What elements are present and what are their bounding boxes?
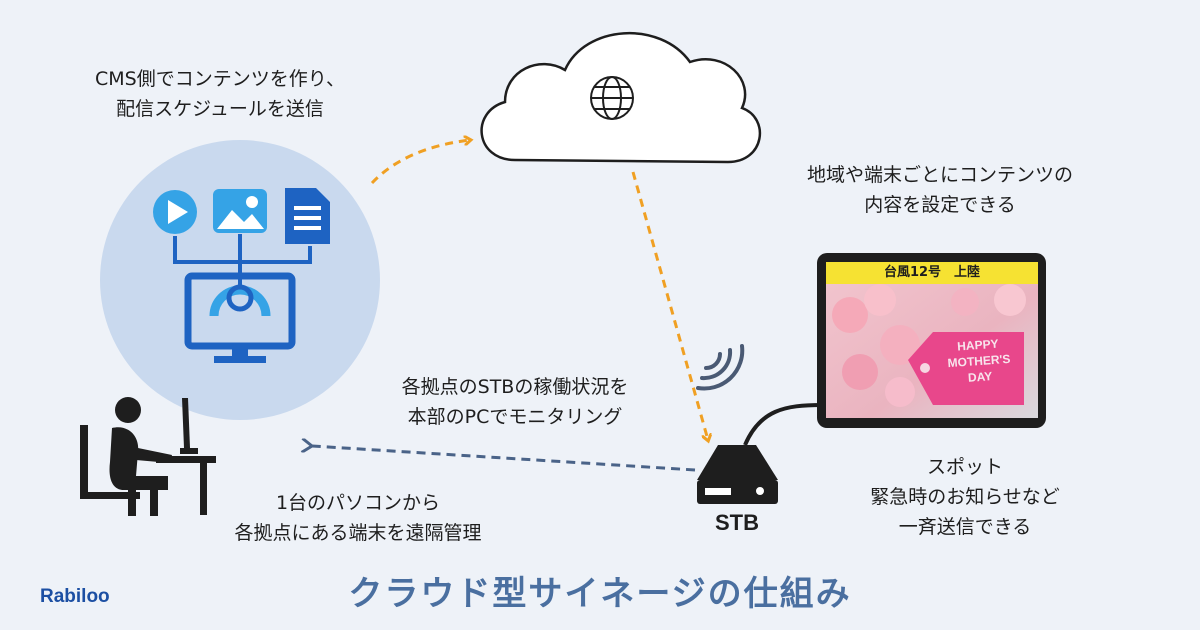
region-caption-line1: 地域や端末ごとにコンテンツの xyxy=(806,164,1073,186)
brand-logo[interactable]: Rabiloo xyxy=(40,586,110,607)
play-icon xyxy=(153,190,197,234)
monitor-gear-icon xyxy=(184,272,296,363)
spot-caption-line1: スポット xyxy=(926,456,1003,478)
globe-icon xyxy=(590,76,634,120)
monitor-caption-line2: 本部のPCでモニタリング xyxy=(407,406,623,428)
arrow-stb-to-pc xyxy=(312,446,696,472)
stb-cable xyxy=(743,403,823,446)
arrow-cloud-to-stb xyxy=(631,171,708,440)
pc-caption: 1台のパソコンから 各拠点にある端末を遠隔管理 xyxy=(208,488,508,548)
gift-tag xyxy=(908,332,1024,405)
cms-caption-line2: 配信スケジュールを送信 xyxy=(116,98,324,120)
monitor-caption-line1: 各拠点のSTBの稼働状況を xyxy=(401,376,629,398)
cms-caption: CMS側でコンテンツを作り、 配信スケジュールを送信 xyxy=(80,64,360,124)
pc-caption-line2: 各拠点にある端末を遠隔管理 xyxy=(234,522,482,544)
monitor-caption: 各拠点のSTBの稼働状況を 本部のPCでモニタリング xyxy=(370,372,660,432)
cms-caption-line1: CMS側でコンテンツを作り、 xyxy=(95,68,345,90)
region-caption-line2: 内容を設定できる xyxy=(864,194,1016,216)
wifi-icon xyxy=(696,344,745,391)
stb-device-icon xyxy=(697,445,778,504)
tablet-display xyxy=(817,253,1046,428)
stb-label: STB xyxy=(715,510,759,535)
spot-caption-line3: 一斉送信できる xyxy=(898,516,1032,538)
tablet-tag-text: HAPPY MOTHER'S DAY xyxy=(934,334,1023,388)
spot-caption-line2: 緊急時のお知らせなど xyxy=(870,486,1060,508)
tablet-banner: 台風12号 上陸 xyxy=(826,262,1038,284)
connector-lines xyxy=(173,234,312,292)
pc-caption-line1: 1台のパソコンから xyxy=(275,492,441,514)
image-icon xyxy=(213,189,267,233)
page-title: クラウド型サイネージの仕組み xyxy=(348,574,852,614)
document-icon xyxy=(285,188,330,244)
person-at-desk-icon xyxy=(80,397,216,516)
spot-caption: スポット 緊急時のお知らせなど 一斉送信できる xyxy=(845,452,1085,542)
arrow-cms-to-cloud xyxy=(370,140,470,185)
region-caption: 地域や端末ごとにコンテンツの 内容を設定できる xyxy=(780,160,1100,220)
